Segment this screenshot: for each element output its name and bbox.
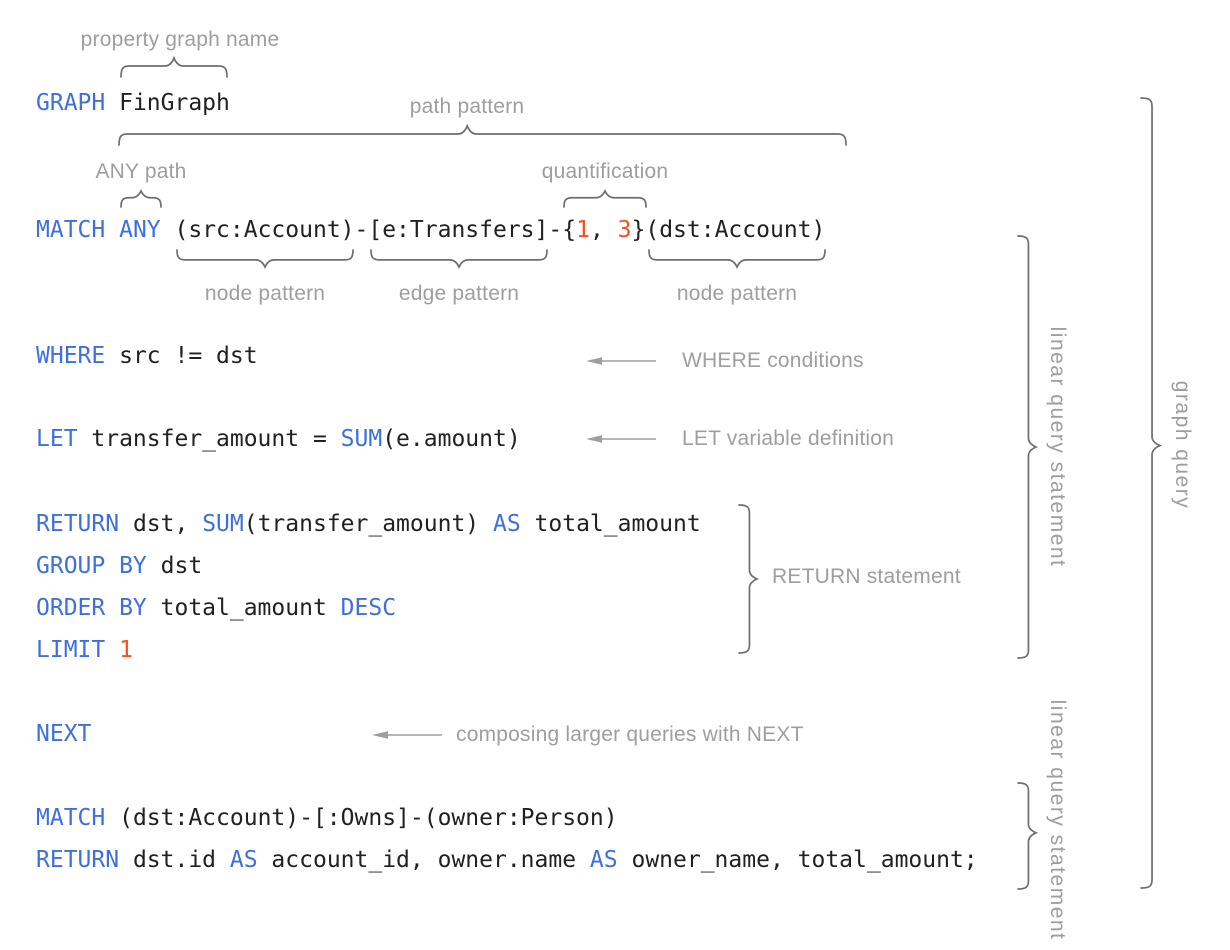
code-line-group-by: GROUP BY dst [36, 553, 203, 579]
label-composing-next: composing larger queries with NEXT [456, 723, 804, 746]
brace-property-graph-name-icon [120, 55, 228, 78]
code-line-order-by: ORDER BY total_amount DESC [36, 595, 397, 621]
brace-linear-query-statement-1-icon [1017, 235, 1039, 659]
arrow-left-let-icon [586, 433, 656, 445]
label-quantification: quantification [541, 160, 669, 183]
code-line-match: MATCH ANY (src:Account)-[e:Transfers]-{1… [36, 217, 826, 243]
label-edge-pattern: edge pattern [398, 282, 520, 305]
code-line-return: RETURN dst, SUM(transfer_amount) AS tota… [36, 511, 701, 537]
label-any-path: ANY path [95, 160, 187, 183]
brace-quantification-icon [563, 189, 647, 208]
label-path-pattern: path pattern [409, 95, 525, 118]
code-line-where: WHERE src != dst [36, 343, 258, 369]
code-line-match-2: MATCH (dst:Account)-[:Owns]-(owner:Perso… [36, 805, 618, 831]
label-return-statement: RETURN statement [772, 565, 961, 588]
label-linear-query-statement-1: linear query statement [1046, 326, 1069, 568]
label-node-pattern-right: node pattern [676, 282, 798, 305]
label-property-graph-name: property graph name [80, 28, 280, 51]
label-graph-query: graph query [1171, 380, 1194, 510]
brace-return-statement-icon [738, 504, 760, 654]
arrow-left-where-icon [586, 355, 656, 367]
brace-path-pattern-icon [118, 123, 847, 146]
brace-edge-pattern-icon [370, 249, 548, 270]
label-where-conditions: WHERE conditions [682, 349, 864, 372]
code-line-next: NEXT [36, 721, 92, 747]
code-line-return-2: RETURN dst.id AS account_id, owner.name … [36, 847, 978, 873]
arrow-left-next-icon [372, 729, 442, 741]
code-line-graph: GRAPH FinGraph [36, 90, 230, 116]
brace-node-pattern-left-icon [176, 249, 354, 270]
code-line-let: LET transfer_amount = SUM(e.amount) [36, 426, 521, 452]
code-line-limit: LIMIT 1 [36, 637, 133, 663]
label-node-pattern-left: node pattern [204, 282, 326, 305]
brace-graph-query-icon [1140, 97, 1163, 889]
brace-node-pattern-right-icon [648, 249, 826, 270]
label-let-variable-definition: LET variable definition [682, 427, 895, 450]
label-linear-query-statement-2: linear query statement [1046, 699, 1069, 941]
brace-linear-query-statement-2-icon [1017, 782, 1039, 890]
brace-any-path-icon [120, 189, 162, 208]
